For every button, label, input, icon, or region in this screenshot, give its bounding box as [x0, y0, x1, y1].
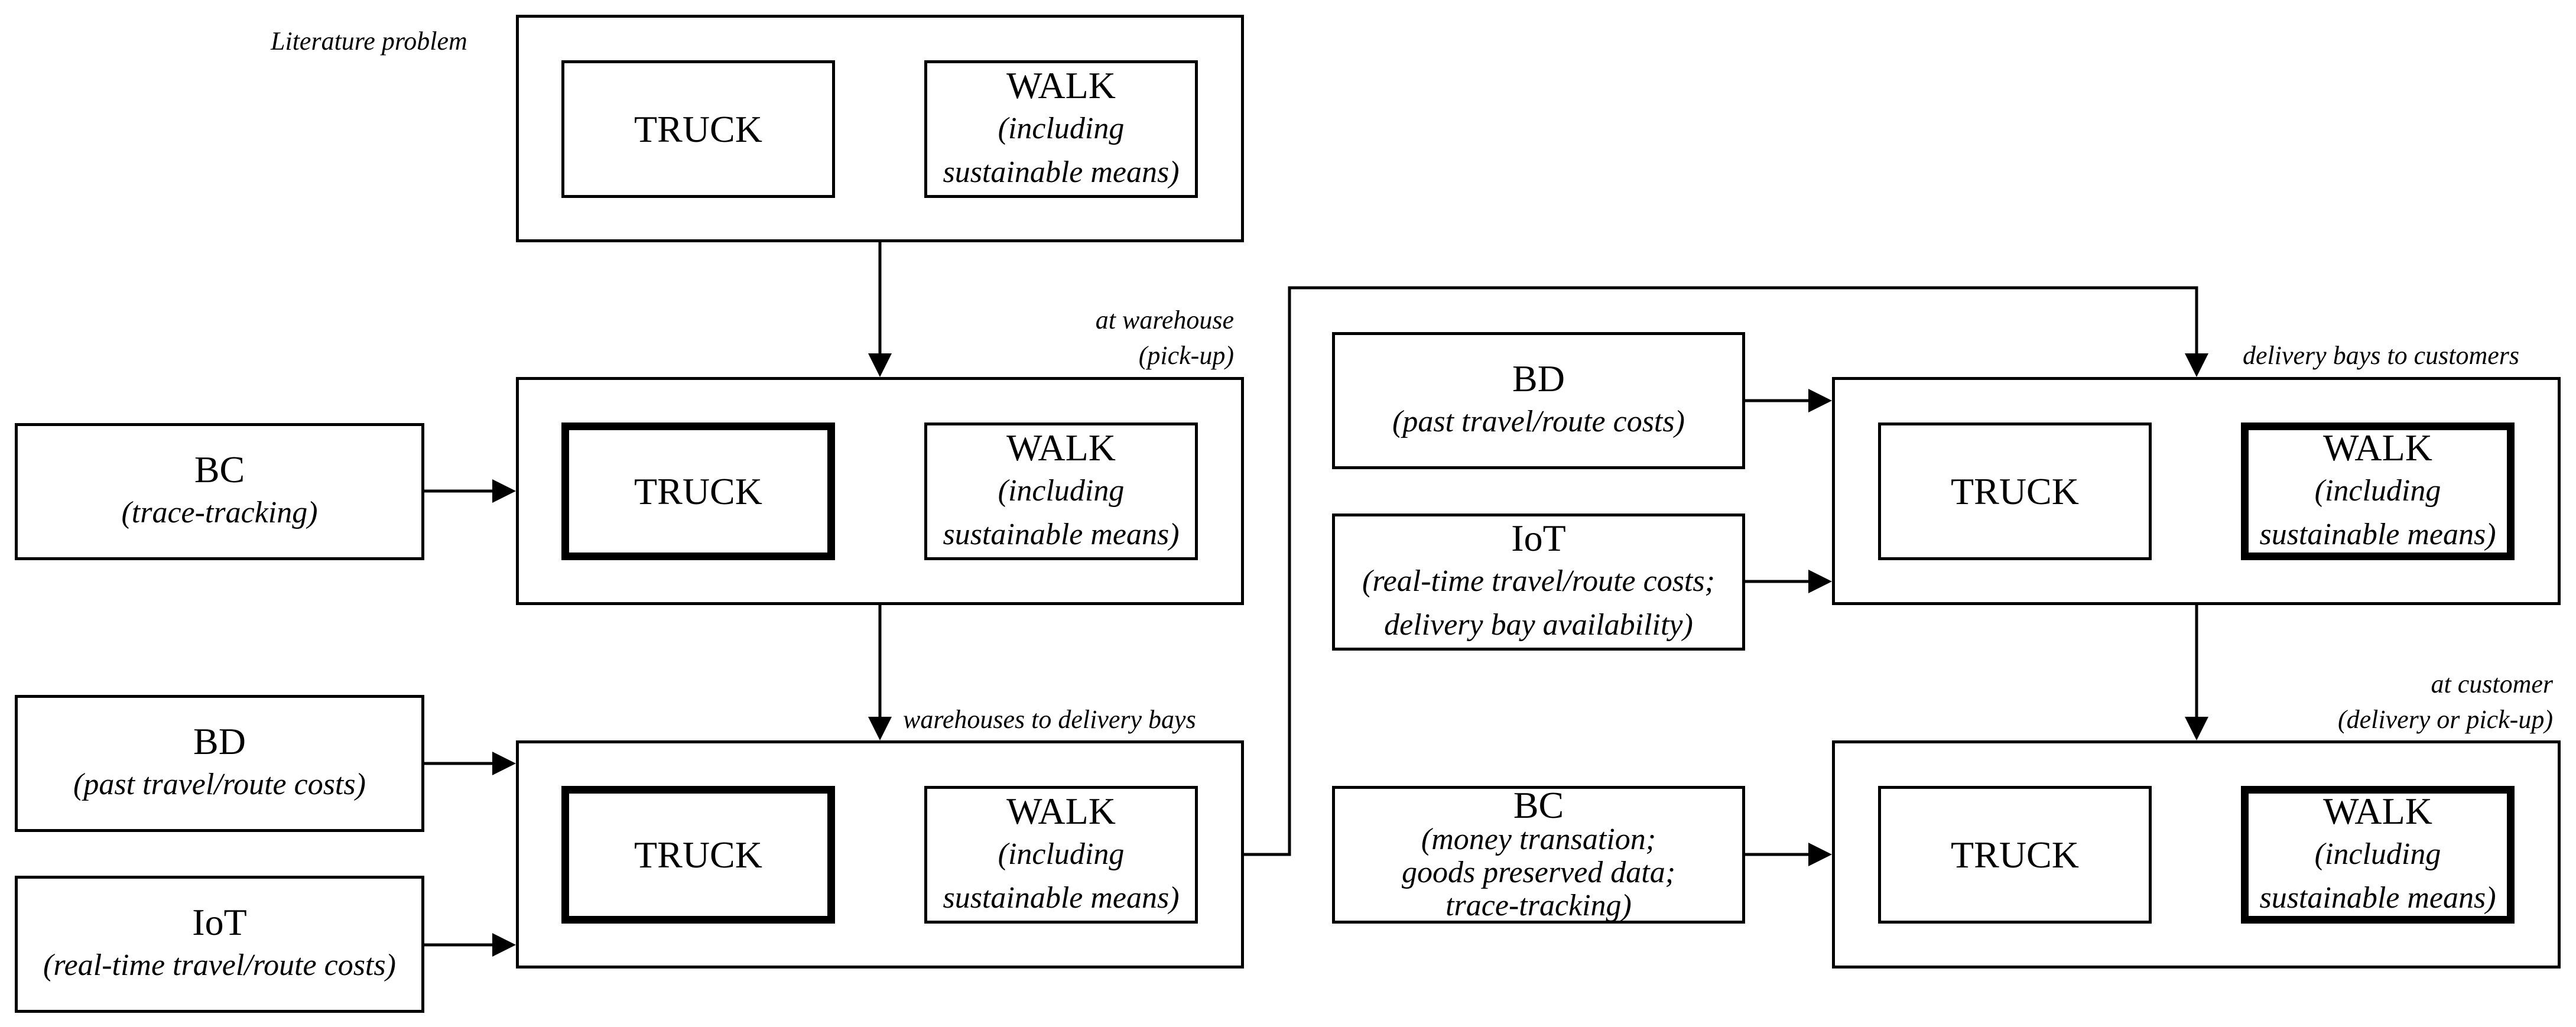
walk-label: WALK [1006, 426, 1116, 469]
at-warehouse-label: at warehouse (pick-up) [1016, 303, 1234, 373]
iot-right-box: IoT (real-time travel/route costs; deliv… [1332, 514, 1745, 651]
bd-left-box: BD (past travel/route costs) [15, 695, 424, 832]
truck-box-at-customer: TRUCK [1878, 786, 2152, 924]
at-warehouse-line-2: (pick-up) [1138, 341, 1234, 370]
bc-right-sub-2: goods preserved data; [1401, 855, 1676, 889]
walk-sub-line-2: sustainable means) [943, 880, 1180, 915]
walk-label: WALK [2323, 426, 2432, 469]
bays-to-customers-label: delivery bays to customers [2243, 341, 2519, 370]
truck-label: TRUCK [1951, 470, 2079, 512]
walk-label: WALK [1006, 789, 1116, 832]
arrowhead [492, 479, 516, 503]
iot-left-title: IoT [192, 901, 247, 943]
truck-box-bays-to-customers: TRUCK [1878, 422, 2152, 560]
walk-box-warehouses-to-bays: WALK (including sustainable means) [924, 786, 1198, 924]
walk-label: WALK [1006, 64, 1116, 106]
walk-box-literature: WALK (including sustainable means) [924, 60, 1198, 198]
at-customer-line-2: (delivery or pick-up) [2337, 705, 2553, 734]
bc-right-sub-1: (money transation; [1421, 822, 1656, 856]
warehouses-to-bays-label: warehouses to delivery bays [903, 705, 1196, 734]
truck-box-literature: TRUCK [561, 60, 835, 198]
arrowhead [1808, 389, 1832, 412]
bd-right-box: BD (past travel/route costs) [1332, 332, 1745, 469]
arrowhead [868, 353, 892, 377]
bd-left-sub: (past travel/route costs) [73, 768, 366, 801]
truck-label: TRUCK [634, 470, 762, 512]
walk-box-at-customer: WALK (including sustainable means) [2241, 786, 2515, 924]
arrowhead [2185, 717, 2208, 740]
walk-label: WALK [2323, 789, 2432, 832]
truck-label: TRUCK [634, 833, 762, 876]
bc-right-sub-3: trace-tracking) [1445, 888, 1632, 922]
walk-box-bays-to-customers: WALK (including sustainable means) [2241, 422, 2515, 560]
walk-sub-line-2: sustainable means) [943, 155, 1180, 189]
truck-box-warehouses-to-bays: TRUCK [561, 786, 835, 924]
arrowhead [2185, 353, 2208, 377]
at-customer-label: at customer (delivery or pick-up) [2187, 667, 2553, 737]
at-customer-line-1: at customer [2431, 670, 2553, 698]
arrowhead [1808, 843, 1832, 866]
iot-right-sub-2: delivery bay availability) [1384, 608, 1693, 642]
walk-sub-line-2: sustainable means) [2259, 880, 2496, 915]
bc-trace-box: BC (trace-tracking) [15, 423, 424, 560]
bc-right-box: BC (money transation; goods preserved da… [1332, 786, 1745, 924]
arrowhead [868, 717, 892, 740]
iot-right-title: IoT [1511, 517, 1566, 559]
truck-label: TRUCK [634, 108, 762, 150]
arrow-transport-to-bays [1244, 286, 2198, 856]
arrowhead [492, 752, 516, 775]
bc-trace-sub: (trace-tracking) [121, 496, 318, 529]
bc-trace-title: BC [194, 448, 245, 490]
truck-label: TRUCK [1951, 833, 2079, 876]
bc-right-title: BC [1513, 784, 1564, 826]
bd-right-title: BD [1512, 358, 1565, 399]
walk-sub-line-1: (including [998, 473, 1125, 508]
walk-sub-line-2: sustainable means) [943, 517, 1180, 551]
literature-problem-label: Literature problem [271, 27, 467, 56]
walk-sub-line-1: (including [998, 837, 1125, 871]
walk-sub-line-1: (including [998, 111, 1125, 145]
bd-left-title: BD [193, 720, 246, 762]
truck-box-warehouse: TRUCK [561, 422, 835, 560]
at-warehouse-line-1: at warehouse [1095, 306, 1234, 334]
arrowhead [1808, 570, 1832, 593]
iot-left-sub: (real-time travel/route costs) [43, 948, 396, 982]
walk-sub-line-1: (including [2314, 837, 2441, 871]
iot-left-box: IoT (real-time travel/route costs) [15, 876, 424, 1013]
walk-sub-line-1: (including [2314, 473, 2441, 508]
walk-sub-line-2: sustainable means) [2259, 517, 2496, 551]
bd-right-sub: (past travel/route costs) [1392, 405, 1685, 438]
walk-box-warehouse: WALK (including sustainable means) [924, 422, 1198, 560]
arrowhead [492, 933, 516, 957]
iot-right-sub-1: (real-time travel/route costs; [1362, 564, 1715, 598]
